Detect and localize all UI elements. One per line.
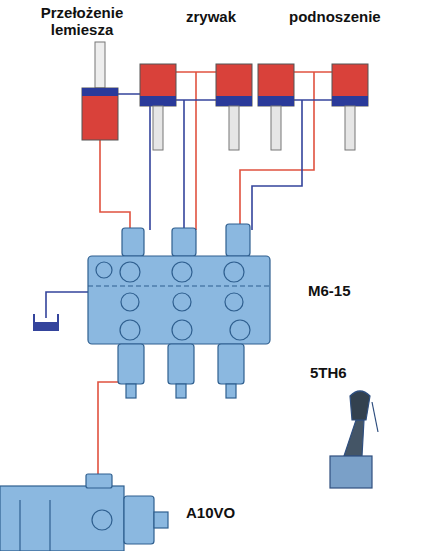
cylinder <box>216 64 252 150</box>
cylinder <box>258 64 294 150</box>
piston <box>82 88 118 96</box>
joystick-base <box>330 456 372 488</box>
piston-rod <box>229 106 239 150</box>
piston-rod <box>153 106 163 150</box>
valve-block <box>88 224 270 398</box>
piston <box>332 96 368 106</box>
tank-line <box>46 292 88 318</box>
port <box>224 262 244 282</box>
port <box>172 262 192 282</box>
joystick-grip <box>350 391 370 420</box>
pressure-hose <box>100 140 130 230</box>
piston-rod <box>271 106 281 150</box>
joystick-lever <box>344 420 364 456</box>
solenoid <box>168 344 194 384</box>
valve-body <box>88 256 270 344</box>
return-hose <box>252 100 302 230</box>
solenoid <box>118 344 144 384</box>
pump-port <box>86 474 112 488</box>
cylinder-body <box>140 64 176 106</box>
return-hose <box>118 94 150 230</box>
cylinder <box>332 64 368 150</box>
pump-line <box>98 344 120 474</box>
pump-detail <box>19 500 20 551</box>
pump-body <box>0 486 124 551</box>
piston <box>258 96 294 106</box>
part-label: Przełożenie lemiesza <box>30 4 134 38</box>
tank-fluid <box>35 322 57 329</box>
port <box>225 293 243 311</box>
cylinder <box>140 64 176 150</box>
cylinder-body <box>82 88 118 140</box>
cylinder-body <box>332 64 368 106</box>
port <box>120 262 140 282</box>
piston-rod <box>345 106 355 150</box>
solenoid-cap <box>176 384 186 398</box>
valve-fitting <box>226 224 250 256</box>
valve-fitting <box>172 228 196 256</box>
pump <box>0 474 168 551</box>
port <box>96 262 112 278</box>
cylinder-body <box>258 64 294 106</box>
valve-fitting <box>122 228 144 256</box>
cylinder <box>82 42 118 140</box>
port <box>230 320 250 340</box>
part-label: zrywak <box>186 8 266 25</box>
pressure-hose <box>195 72 197 230</box>
part-label: podnoszenie <box>289 8 417 25</box>
joystick-cable <box>372 402 378 432</box>
pump-detail <box>49 500 50 551</box>
part-label: A10VO <box>186 504 306 521</box>
piston <box>140 96 176 106</box>
part-label: 5TH6 <box>310 364 410 381</box>
return-hose <box>183 100 185 230</box>
piston <box>216 96 252 106</box>
port <box>173 293 191 311</box>
port <box>172 320 192 340</box>
tank-symbol <box>34 314 58 330</box>
valve-joint <box>88 285 270 286</box>
solenoid-cap <box>226 384 236 398</box>
pump-detail <box>92 510 112 530</box>
hose-lines <box>46 72 332 474</box>
solenoid-cap <box>126 384 136 398</box>
cylinder-body <box>216 64 252 106</box>
port <box>120 320 140 340</box>
port <box>121 293 139 311</box>
joystick <box>330 391 378 488</box>
return-hose <box>176 99 216 101</box>
pump-shaft <box>154 512 168 528</box>
piston-rod <box>95 42 105 88</box>
return-hose <box>294 99 332 101</box>
pressure-hose <box>294 71 332 73</box>
pump-flange <box>124 496 154 544</box>
solenoid <box>218 344 244 384</box>
part-label: M6-15 <box>308 282 408 299</box>
